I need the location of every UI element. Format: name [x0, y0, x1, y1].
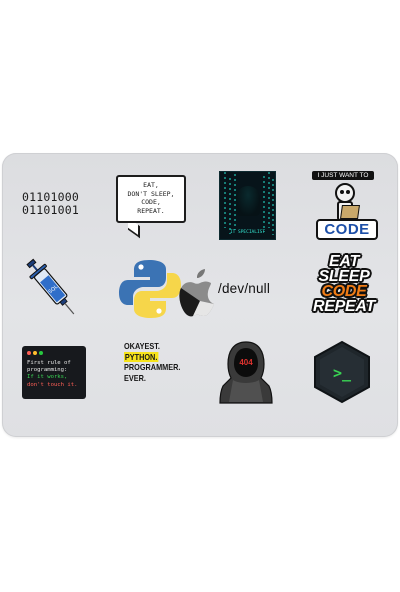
just-want-to-code-sticker: I JUST WANT TO CODE: [307, 171, 378, 240]
okayest-line-3: PROGRAMMER.: [124, 362, 181, 372]
hooded-figure-404-icon: 404: [219, 341, 273, 404]
word-eat: EAT: [329, 253, 359, 270]
bubble-line-2: DON'T SLEEP,: [127, 189, 175, 198]
word-sleep: SLEEP: [318, 268, 370, 285]
dev-null-label: /dev/null: [218, 281, 271, 296]
skeleton-icon: [335, 183, 355, 203]
syringe-icon: SQL: [26, 258, 75, 315]
code-word: CODE: [316, 219, 378, 240]
terminal-line-3: If it works,: [27, 374, 68, 381]
svg-text:>_: >_: [333, 364, 352, 382]
okayest-line-1: OKAYEST.: [124, 341, 160, 351]
okayest-line-4: EVER.: [124, 372, 146, 383]
bubble-line-1: EAT,: [143, 181, 159, 189]
hooded-figure-icon: [236, 186, 260, 216]
svg-text:404: 404: [239, 358, 253, 367]
svg-text:SQL: SQL: [48, 284, 60, 295]
bubble-line-3: CODE,: [141, 198, 161, 206]
just-want-to-label: I JUST WANT TO: [312, 171, 374, 180]
word-repeat: REPEAT: [313, 298, 375, 315]
first-rule-terminal-sticker: First rule of programming: If it works, …: [22, 346, 86, 399]
terminal-line-1: First rule of: [27, 360, 71, 366]
it-specialist-sticker: IT SPECIALIST: [219, 171, 276, 240]
word-code: CODE: [321, 283, 367, 300]
window-dots: [27, 351, 45, 358]
eat-dont-sleep-sticker: EAT, DON'T SLEEP, CODE, REPEAT.: [116, 175, 186, 223]
terminal-line-2: programming:: [27, 367, 68, 374]
it-specialist-label: IT SPECIALIST: [229, 230, 266, 235]
binary-line-1: 01101000: [22, 190, 79, 204]
python-logo-icon: [119, 260, 181, 318]
okayest-line-2: PYTHON.: [124, 351, 159, 362]
apple-logo-icon: [179, 269, 214, 317]
okayest-python-programmer-sticker: OKAYEST. PYTHON. PROGRAMMER. EVER.: [124, 341, 181, 407]
mini-laptop-icon: [340, 205, 360, 219]
binary-line-2: 01101001: [22, 202, 79, 217]
eat-sleep-code-repeat-sticker: EAT SLEEP CODE REPEAT: [311, 254, 377, 324]
hexagon-terminal-icon: >_: [314, 340, 370, 404]
bubble-line-4: REPEAT.: [137, 206, 165, 215]
terminal-line-4: don't touch it.: [27, 381, 78, 388]
binary-sticker: 01101000 01101001: [22, 191, 92, 216]
hoodie-404-sticker: 404: [219, 340, 273, 404]
hexagon-terminal-sticker: >_: [313, 340, 371, 404]
